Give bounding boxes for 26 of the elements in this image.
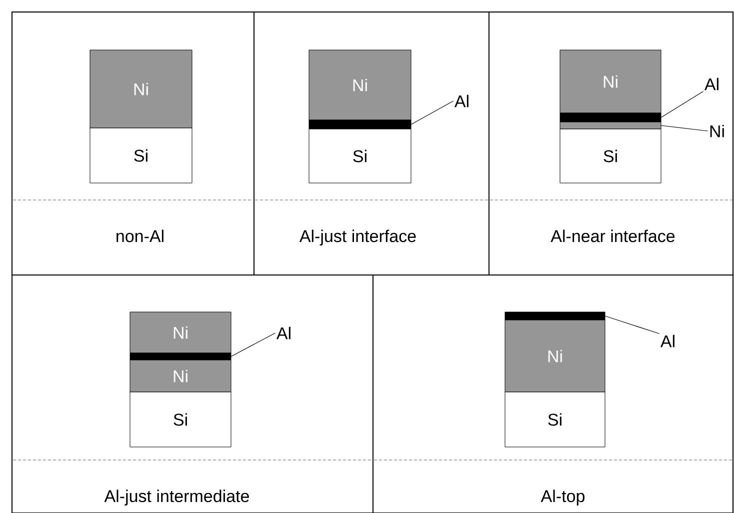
silicon-layer: Si xyxy=(504,392,606,448)
leader-line xyxy=(660,91,704,118)
layer-label: Ni xyxy=(710,124,724,138)
silicon-layer: Si xyxy=(308,128,412,184)
aluminum-layer xyxy=(560,112,662,122)
leader-line xyxy=(660,125,708,132)
nickel-layer: Ni xyxy=(130,312,232,354)
nickel-layer: Ni xyxy=(90,50,192,128)
nickel-layer: Ni xyxy=(504,320,606,392)
leader-line xyxy=(410,100,454,125)
layer-label: Al xyxy=(454,94,468,108)
silicon-layer: Si xyxy=(90,128,192,184)
layer-label: Al xyxy=(660,334,674,348)
aluminum-layer xyxy=(504,312,606,320)
silicon-layer: Si xyxy=(560,128,662,184)
layer-label: Al xyxy=(704,78,718,90)
nickel-layer: Ni xyxy=(560,50,662,114)
aluminum-layer xyxy=(130,352,232,360)
leader-line xyxy=(604,316,660,334)
silicon-layer: Si xyxy=(130,392,232,448)
aluminum-layer xyxy=(308,120,412,130)
layer-label: Al xyxy=(276,326,290,340)
nickel-layer xyxy=(560,122,662,130)
nickel-layer: Ni xyxy=(308,50,412,120)
leader-line xyxy=(230,332,276,357)
nickel-layer: Ni xyxy=(130,360,232,392)
